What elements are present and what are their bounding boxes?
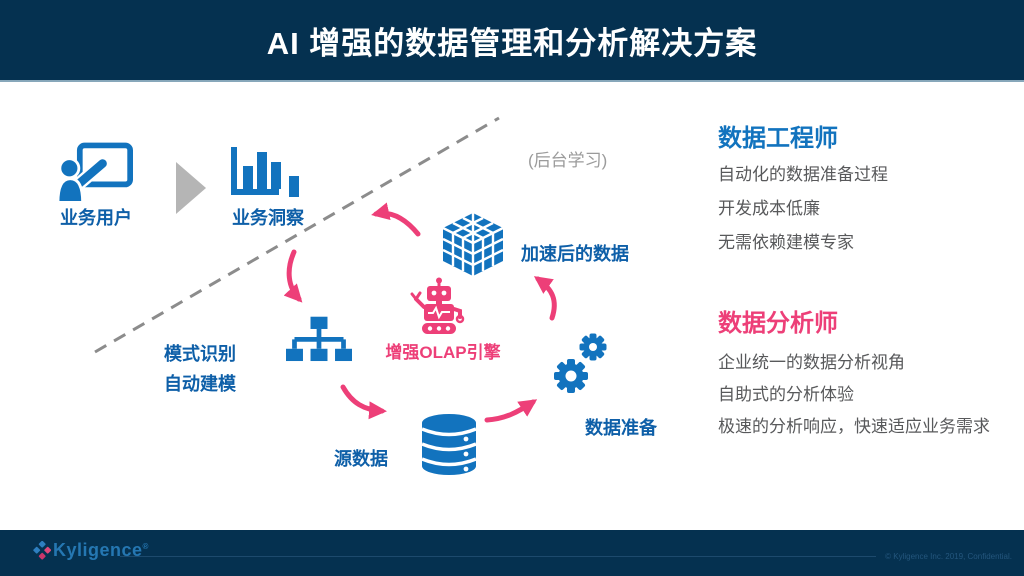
arrow-tree-to-source	[340, 384, 387, 420]
footer-divider-line	[120, 556, 876, 557]
kyligence-wordmark: Kyligence®	[53, 540, 149, 560]
background-learning-note: (后台学习)	[528, 151, 608, 170]
arrow-insight-to-tree	[283, 249, 303, 303]
business-insight-label: 业务洞察	[232, 208, 304, 228]
olap-engine-label: 增强OLAP引擎	[385, 343, 501, 362]
header-separator	[0, 80, 1024, 82]
analyst-item-3: 极速的分析响应，快速适应业务需求	[718, 417, 990, 436]
header-bar: AI 增强的数据管理和分析解决方案	[0, 0, 1024, 80]
slide-title: AI 增强的数据管理和分析解决方案	[266, 25, 758, 61]
kyligence-logo-icon	[33, 541, 51, 560]
data-analyst-heading: 数据分析师	[718, 310, 838, 337]
registered-mark: ®	[142, 542, 149, 551]
bar-chart-icon	[231, 145, 301, 199]
gears-icon	[549, 330, 611, 398]
copyright-text: © Kyligence Inc. 2019, Confidential.	[885, 552, 1012, 561]
database-icon	[420, 413, 478, 477]
auto-modeling-label: 自动建模	[164, 374, 236, 394]
pattern-recognition-label: 模式识别	[164, 344, 236, 364]
data-preparation-label: 数据准备	[585, 418, 657, 438]
right-triangle-arrow-icon	[176, 162, 206, 214]
data-cube-icon	[440, 213, 506, 279]
footer-bar: Kyligence® © Kyligence Inc. 2019, Confid…	[0, 530, 1024, 576]
business-user-label: 业务用户	[60, 208, 132, 228]
hierarchy-tree-icon	[286, 316, 352, 374]
arrow-source-to-prep	[484, 399, 538, 423]
engineer-item-2: 开发成本低廉	[718, 199, 820, 218]
data-engineer-heading: 数据工程师	[718, 125, 838, 152]
arrow-prep-to-cube	[533, 276, 557, 321]
engineer-item-1: 自动化的数据准备过程	[718, 165, 888, 184]
engineer-item-3: 无需依赖建模专家	[718, 233, 854, 252]
robot-icon	[408, 277, 470, 337]
person-screen-icon	[57, 142, 133, 204]
analyst-item-1: 企业统一的数据分析视角	[718, 353, 905, 372]
arrow-cube-to-insight	[371, 202, 421, 237]
accelerated-data-label: 加速后的数据	[521, 244, 629, 264]
source-data-label: 源数据	[334, 449, 388, 469]
analyst-item-2: 自助式的分析体验	[718, 385, 854, 404]
